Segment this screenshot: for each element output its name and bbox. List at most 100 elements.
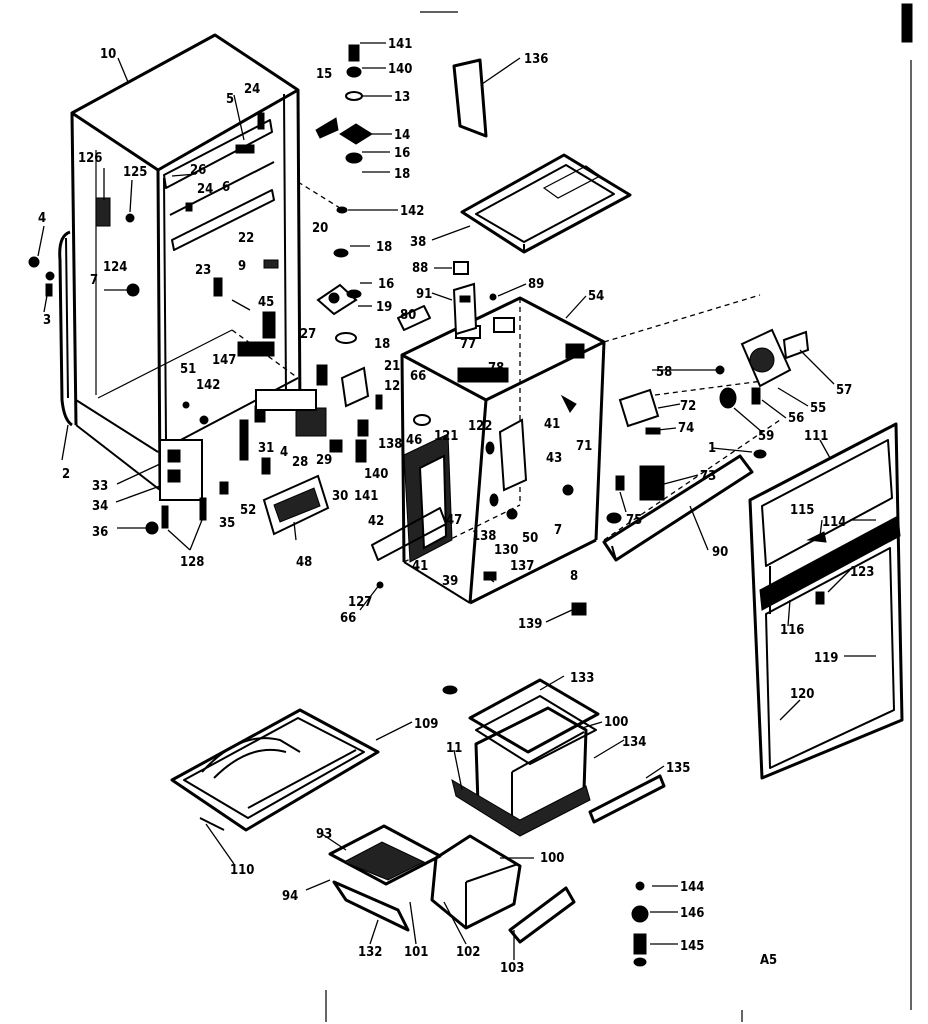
- label-120: 120: [790, 687, 814, 702]
- label-138-b: 138: [472, 529, 496, 544]
- label-2: 2: [62, 467, 70, 482]
- corner-code: A5: [760, 953, 777, 968]
- food-liner: [371, 296, 606, 616]
- label-23: 23: [195, 263, 211, 278]
- label-136: 136: [524, 52, 548, 67]
- label-16-b: 16: [378, 277, 394, 292]
- label-110: 110: [230, 863, 254, 878]
- label-24: 24: [244, 82, 260, 97]
- label-147: 147: [212, 353, 236, 368]
- label-111: 111: [804, 429, 828, 444]
- label-121: 121: [434, 429, 458, 444]
- label-9: 9: [238, 259, 246, 274]
- label-43: 43: [546, 451, 562, 466]
- bracket-88-91: [452, 261, 497, 336]
- label-125: 125: [123, 165, 147, 180]
- label-124: 124: [103, 260, 127, 275]
- label-4: 4: [38, 211, 46, 226]
- label-101: 101: [404, 945, 428, 960]
- label-54: 54: [588, 289, 604, 304]
- label-127: 127: [348, 595, 372, 610]
- label-133: 133: [570, 671, 594, 686]
- hardware-72-73: [606, 388, 767, 524]
- label-128: 128: [180, 555, 204, 570]
- label-114: 114: [822, 515, 846, 530]
- label-5: 5: [226, 92, 234, 107]
- label-28: 28: [292, 455, 308, 470]
- label-102: 102: [456, 945, 480, 960]
- label-142-b: 142: [400, 204, 424, 219]
- label-89: 89: [528, 277, 544, 292]
- label-91: 91: [416, 287, 432, 302]
- label-52: 52: [240, 503, 256, 518]
- label-20: 20: [312, 221, 328, 236]
- label-72: 72: [680, 399, 696, 414]
- trim-bar: [602, 454, 754, 562]
- label-29: 29: [316, 453, 332, 468]
- label-46: 46: [406, 433, 422, 448]
- label-48: 48: [296, 555, 312, 570]
- label-140-b: 140: [364, 467, 388, 482]
- label-15: 15: [316, 67, 332, 82]
- label-33: 33: [92, 479, 108, 494]
- label-141: 141: [388, 37, 412, 52]
- label-103: 103: [500, 961, 524, 976]
- label-135: 135: [666, 761, 690, 776]
- label-42: 42: [368, 514, 384, 529]
- label-122: 122: [468, 419, 492, 434]
- label-13: 13: [394, 90, 410, 105]
- label-123: 123: [850, 565, 874, 580]
- label-109: 109: [414, 717, 438, 732]
- label-38: 38: [410, 235, 426, 250]
- label-7: 7: [90, 273, 98, 288]
- label-41: 41: [544, 417, 560, 432]
- label-6: 6: [222, 180, 230, 195]
- page-artifacts: [325, 3, 913, 1022]
- label-137: 137: [510, 559, 534, 574]
- label-126: 126: [78, 151, 102, 166]
- label-51: 51: [180, 362, 196, 377]
- label-140: 140: [388, 62, 412, 77]
- label-144: 144: [680, 880, 704, 895]
- label-18-b: 18: [376, 240, 392, 255]
- label-24-b: 24: [197, 182, 213, 197]
- label-11: 11: [446, 741, 462, 756]
- label-138: 138: [378, 437, 402, 452]
- drawer-group-lower: [328, 685, 576, 944]
- label-16: 16: [394, 146, 410, 161]
- label-27: 27: [300, 327, 316, 342]
- label-18-c: 18: [374, 337, 390, 352]
- label-55: 55: [810, 401, 826, 416]
- label-100: 100: [604, 715, 628, 730]
- label-75: 75: [626, 513, 642, 528]
- label-41-b: 41: [412, 559, 428, 574]
- label-12: 12: [384, 379, 400, 394]
- label-56: 56: [788, 411, 804, 426]
- label-73: 73: [700, 469, 716, 484]
- label-115: 115: [790, 503, 814, 518]
- label-66-b: 66: [340, 611, 356, 626]
- label-19: 19: [376, 300, 392, 315]
- label-21: 21: [384, 359, 400, 374]
- label-80: 80: [400, 308, 416, 323]
- label-45: 45: [258, 295, 274, 310]
- label-26: 26: [190, 163, 206, 178]
- label-119: 119: [814, 651, 838, 666]
- label-47: 47: [446, 513, 462, 528]
- label-139: 139: [518, 617, 542, 632]
- panel-part: [452, 58, 488, 138]
- label-134: 134: [622, 735, 646, 750]
- label-130: 130: [494, 543, 518, 558]
- drawer-group-upper: [451, 678, 666, 837]
- label-93: 93: [316, 827, 332, 842]
- label-77: 77: [460, 337, 476, 352]
- label-74: 74: [678, 421, 694, 436]
- label-94: 94: [282, 889, 298, 904]
- label-132: 132: [358, 945, 382, 960]
- label-100-b: 100: [540, 851, 564, 866]
- label-142: 142: [196, 378, 220, 393]
- label-66: 66: [410, 369, 426, 384]
- label-59: 59: [758, 429, 774, 444]
- label-146: 146: [680, 906, 704, 921]
- label-18: 18: [394, 167, 410, 182]
